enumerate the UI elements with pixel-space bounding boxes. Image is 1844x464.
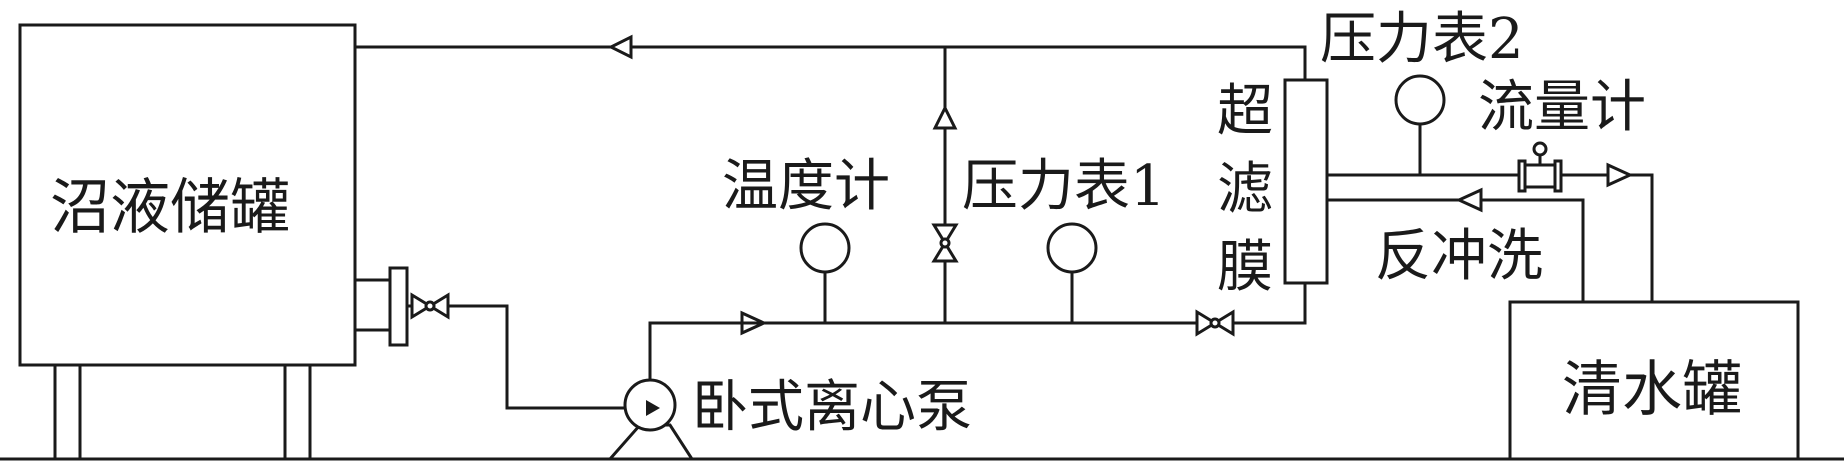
tank-outlet-flange (353, 266, 409, 347)
flow-arrow (932, 104, 958, 130)
pump-discharge-pipe (648, 321, 740, 380)
membrane-label-1: 超 (1217, 79, 1273, 144)
centrifugal-pump (606, 378, 695, 461)
thermometer (799, 222, 851, 323)
pressure-gauge-1-label: 压力表1 (962, 154, 1166, 219)
flow-arrow (607, 34, 633, 60)
membrane-inlet-valve (1195, 309, 1235, 337)
flow-arrow (1455, 187, 1483, 213)
membrane-label-2: 滤 (1217, 157, 1273, 222)
membrane-label-3: 膜 (1217, 235, 1273, 300)
pressure-gauge-1 (1046, 222, 1098, 323)
flow-arrow (1606, 162, 1634, 188)
pump-suction-pipe (407, 304, 625, 410)
pump-label: 卧式离心泵 (692, 375, 972, 440)
thermometer-label: 温度计 (722, 154, 890, 219)
return-pipe (355, 45, 1307, 80)
pressure-gauge-2 (1394, 74, 1446, 175)
backwash-pipe (1327, 198, 1585, 302)
membrane-feed-pipe (1233, 283, 1307, 325)
suction-valve (410, 292, 450, 320)
flowmeter (1517, 141, 1563, 193)
bypass-valve (931, 223, 959, 263)
ultrafiltration-membrane (1283, 78, 1329, 285)
storage-tank-label: 沼液储罐 (50, 173, 290, 243)
clean-tank-label: 清水罐 (1562, 355, 1742, 425)
permeate-pipe (1327, 173, 1654, 302)
storage-tank (18, 23, 357, 459)
pressure-gauge-2-label: 压力表2 (1320, 7, 1524, 72)
flowmeter-label: 流量计 (1478, 75, 1646, 140)
backwash-label: 反冲洗 (1375, 224, 1543, 289)
clean-water-tank (1508, 300, 1800, 461)
